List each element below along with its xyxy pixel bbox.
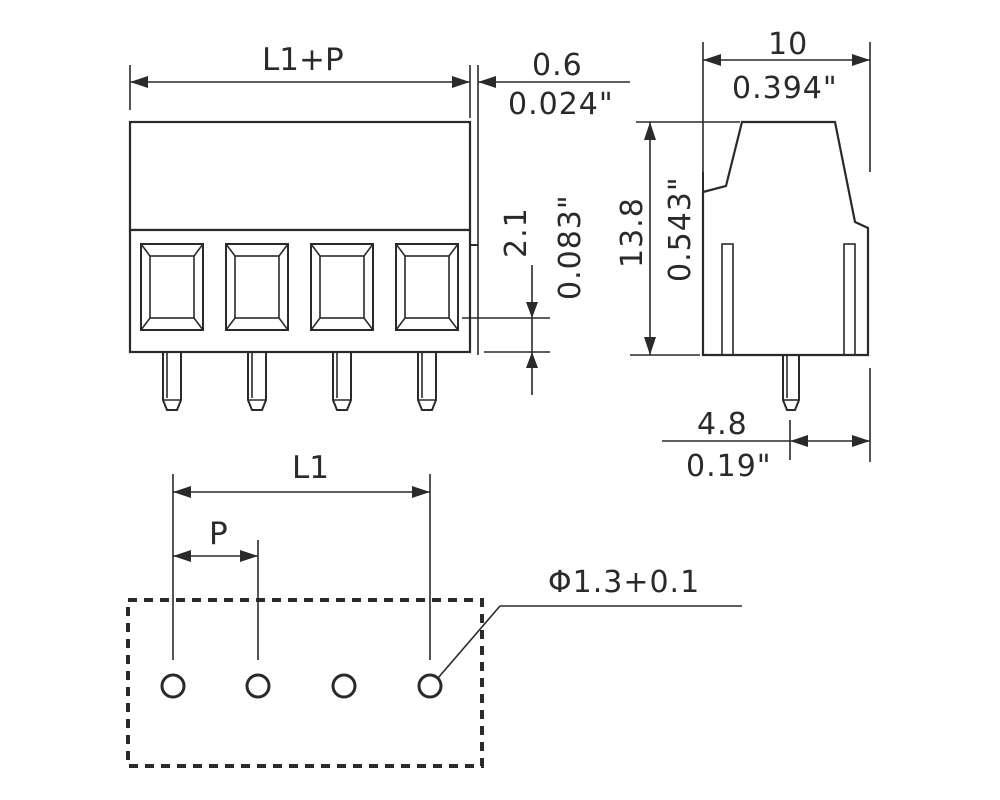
side-width-mm-label: 10 (768, 27, 808, 62)
side-slot (843, 243, 856, 356)
pin-offset-in-label: 0.083" (553, 194, 588, 300)
pin-offset-mm-label: 2.1 (499, 207, 534, 258)
pin-span-label: L1 (292, 450, 329, 486)
front-pin (417, 352, 437, 411)
pin-position-mm-label: 4.8 (697, 407, 748, 442)
side-pin (782, 355, 800, 411)
front-housing-top (128, 120, 472, 232)
footprint-outline (126, 598, 484, 768)
front-pin (162, 352, 182, 411)
side-height-in-label: 0.543" (663, 176, 698, 282)
offset-mm-label: 0.6 (532, 48, 583, 83)
screw-window (395, 243, 459, 331)
screw-window (225, 243, 289, 331)
side-view: 10 0.394" 13.8 0.543" 4.8 0.19" (615, 27, 871, 484)
front-pin (332, 352, 352, 411)
pin-position-in-label: 0.19" (686, 449, 772, 484)
side-slot (721, 243, 734, 356)
pin-hole (160, 673, 186, 699)
side-housing (701, 120, 870, 357)
pin-hole (331, 673, 357, 699)
hole-diameter-label: Φ1.3+0.1 (548, 565, 700, 600)
front-width-label: L1+P (262, 42, 344, 78)
front-housing-bottom (128, 228, 472, 354)
pcb-footprint: L1 P Φ1.3+0.1 (126, 450, 742, 768)
pin-hole (417, 673, 443, 699)
front-pin (247, 352, 267, 411)
screw-window (310, 243, 374, 331)
side-width-in-label: 0.394" (732, 71, 838, 106)
front-view: L1+P 0.6 0.024" (128, 42, 630, 411)
side-height-mm-label: 13.8 (615, 197, 650, 268)
offset-in-label: 0.024" (508, 87, 614, 122)
screw-window (140, 243, 204, 331)
pitch-label: P (209, 516, 228, 552)
pin-hole (245, 673, 271, 699)
